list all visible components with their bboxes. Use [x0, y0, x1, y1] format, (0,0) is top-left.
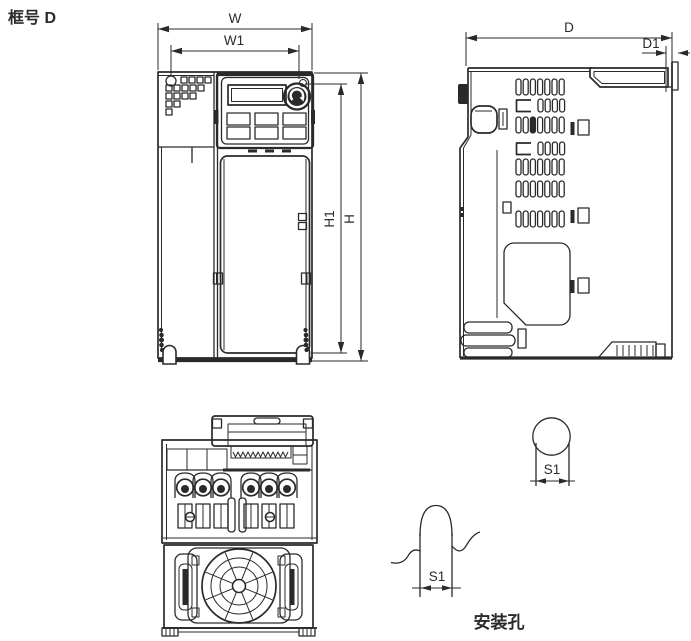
dim-d: D	[465, 20, 673, 66]
dim-h: H	[312, 72, 368, 362]
side-vent-slots	[515, 78, 566, 228]
side-access-panel	[503, 242, 571, 326]
dim-s1-top: S1	[530, 462, 575, 484]
dim-w1-label: W1	[224, 33, 244, 48]
keypad-knob	[282, 82, 312, 111]
front-vent-grid	[165, 75, 212, 116]
keypad-buttons	[226, 112, 307, 140]
dim-s1-top-label: S1	[544, 462, 561, 477]
mounting-hole-detail-slot: S1	[390, 504, 481, 597]
bottom-top-cap	[211, 415, 314, 447]
dim-s1-bottom-label: S1	[429, 569, 446, 584]
side-bottom-grille	[597, 341, 666, 359]
side-rear-clips	[502, 119, 590, 294]
fan-grille	[201, 548, 277, 624]
dim-h1-label: H1	[322, 210, 337, 227]
bottom-fan-section	[161, 544, 317, 637]
front-mounting-feet	[158, 327, 311, 365]
mounting-hole-detail-round: S1	[530, 417, 575, 486]
bottom-terminal-section	[161, 439, 318, 544]
mounting-hole-caption: 安装孔	[474, 612, 525, 632]
keypad-display	[227, 84, 287, 106]
side-terminal-cover	[460, 321, 527, 358]
dim-w1: W1	[170, 33, 300, 79]
dim-w-label: W	[229, 11, 242, 26]
dim-d1-label: D1	[642, 36, 659, 51]
dim-d1: D1	[642, 36, 690, 92]
dim-w: W	[157, 11, 313, 70]
bottom-view	[161, 415, 318, 637]
front-view: W W1	[157, 11, 368, 365]
front-door	[212, 155, 312, 354]
side-view: D D1	[458, 20, 690, 360]
frame-label: 框号 D	[8, 8, 56, 27]
fan-side-latches	[174, 553, 303, 621]
keypad-panel	[214, 71, 315, 153]
dim-s1-bottom: S1	[412, 569, 461, 591]
dim-h-label: H	[342, 214, 357, 224]
dim-h1: H1	[305, 83, 347, 354]
dim-d-label: D	[564, 20, 574, 35]
